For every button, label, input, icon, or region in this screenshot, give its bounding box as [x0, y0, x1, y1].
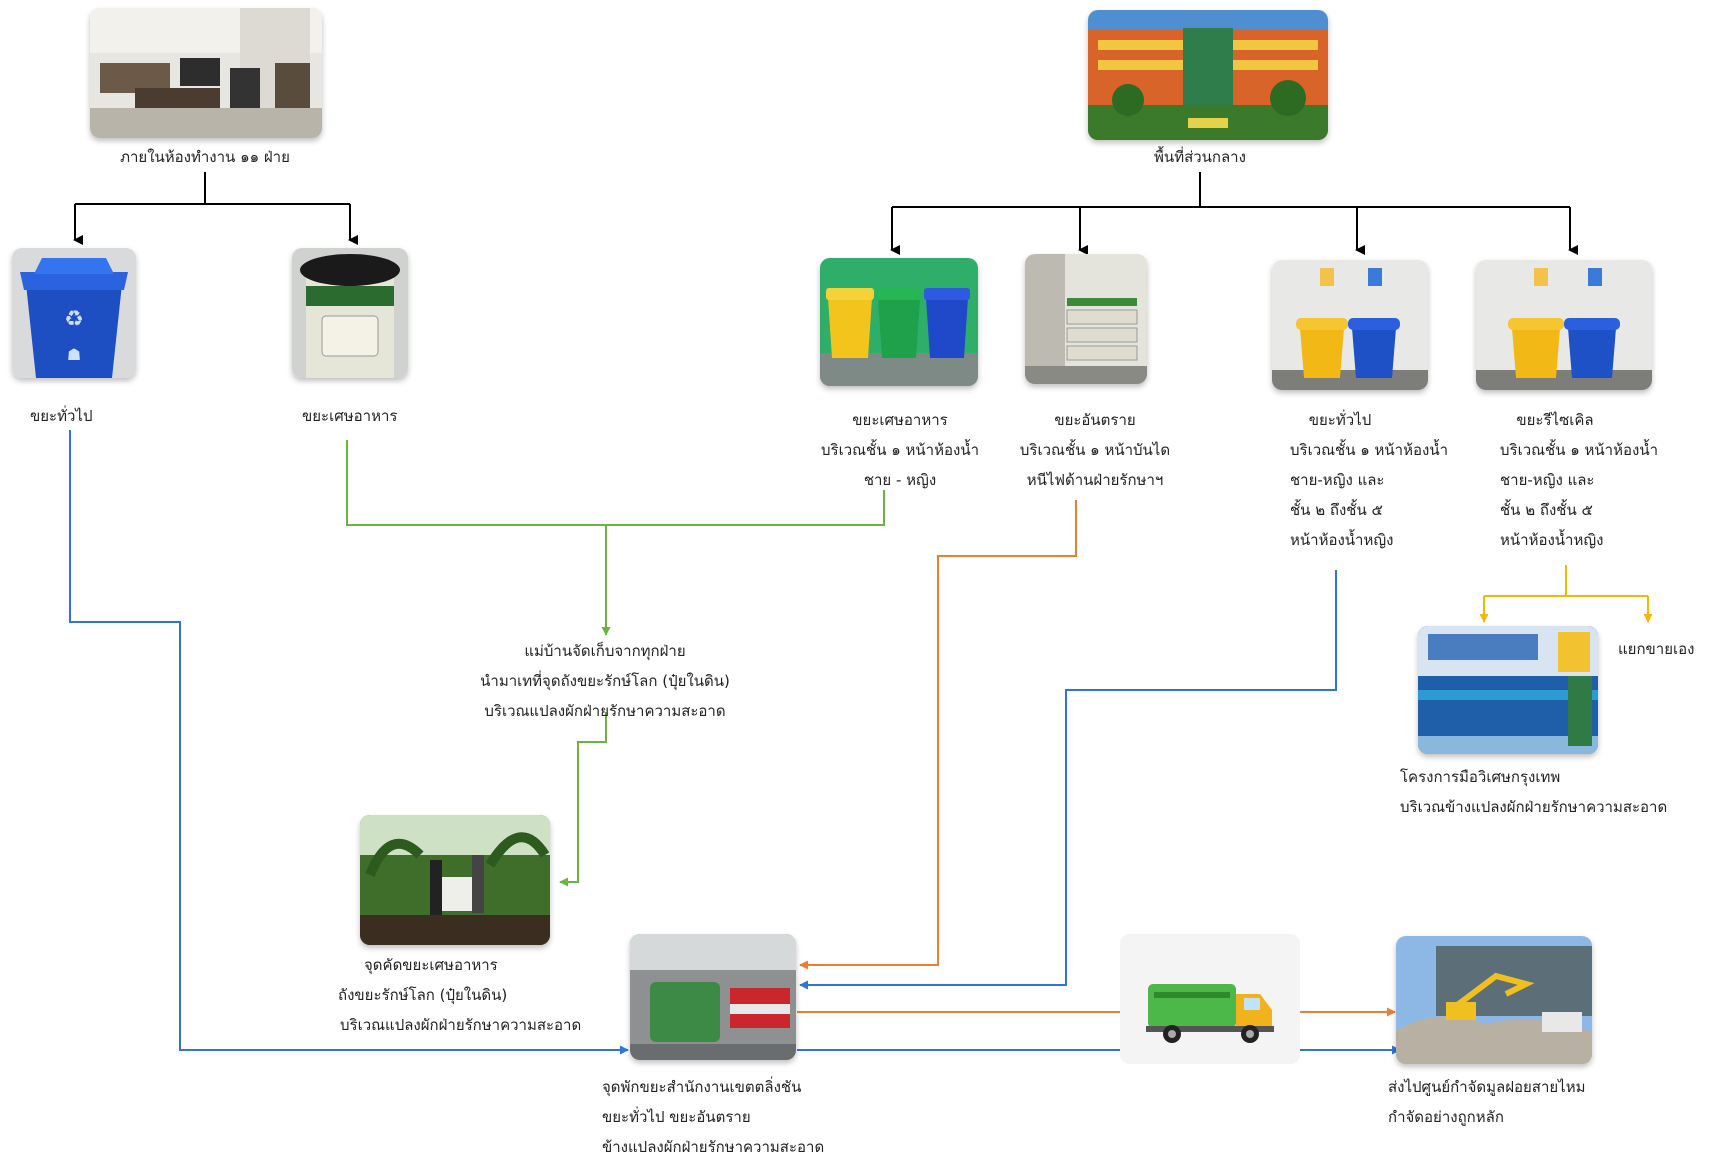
building-photo: [1088, 10, 1328, 140]
disposal-center-line-2: กำจัดอย่างถูกหลัก: [1388, 1108, 1504, 1126]
central-recycle-line-1: ขยะรีไซเคิล: [1516, 411, 1594, 429]
central-recycle-line-3: ชาย-หญิง และ: [1500, 471, 1595, 489]
housekeeper-line-2: นำมาเทที่จุดถังขยะรักษ์โลก (ปุ๋ยในดิน): [480, 672, 730, 690]
recycle-bank-line-2: บริเวณข้างแปลงผักฝ่ายรักษาความสะอาด: [1400, 798, 1668, 816]
housekeeper-text: แม่บ้านจัดเก็บจากทุกฝ่าย นำมาเทที่จุดถัง…: [450, 636, 760, 726]
disposal-center-photo: [1396, 936, 1592, 1064]
common-area-branch-connector: [890, 172, 1578, 255]
general-waste-bin-photo: ♻ ☗: [12, 248, 136, 378]
office-interior-photo: [90, 8, 322, 138]
collection-point-photo: [630, 934, 796, 1060]
food-point-line-1: จุดคัดขยะเศษอาหาร: [364, 956, 498, 974]
central-recycle-line-5: หน้าห้องน้ำหญิง: [1500, 531, 1604, 549]
central-general-text: ขยะทั่วไป บริเวณชั้น ๑ หน้าห้องน้ำ ชาย-ห…: [1290, 405, 1448, 555]
office-label: ภายในห้องทำงาน ๑๑ ฝ่าย: [120, 148, 290, 166]
recycle-bank-line-1: โครงการมือวิเศษกรุงเทพ: [1400, 768, 1561, 786]
central-food-text: ขยะเศษอาหาร บริเวณชั้น ๑ หน้าห้องน้ำ ชาย…: [790, 405, 1010, 495]
central-general-line-5: หน้าห้องน้ำหญิง: [1290, 531, 1394, 549]
central-recycle-line-4: ชั้น ๒ ถึงชั้น ๕: [1500, 501, 1593, 519]
central-recycle-text: ขยะรีไซเคิล บริเวณชั้น ๑ หน้าห้องน้ำ ชาย…: [1500, 405, 1658, 555]
central-general-line-3: ชาย-หญิง และ: [1290, 471, 1385, 489]
central-general-line-1: ขยะทั่วไป: [1308, 411, 1372, 429]
central-food-line-1: ขยะเศษอาหาร: [852, 411, 948, 429]
central-food-line-2: บริเวณชั้น ๑ หน้าห้องน้ำ: [821, 441, 979, 459]
central-food-line-3: ชาย - หญิง: [863, 471, 937, 489]
food-waste-bin-label: ขยะเศษอาหาร: [302, 407, 398, 425]
central-recycle-line-2: บริเวณชั้น ๑ หน้าห้องน้ำ: [1500, 441, 1658, 459]
office-branch-connector: [73, 172, 358, 245]
central-general-line-2: บริเวณชั้น ๑ หน้าห้องน้ำ: [1290, 441, 1448, 459]
compost-garden-photo: [360, 815, 550, 945]
common-area-label: พื้นที่ส่วนกลาง: [1154, 148, 1246, 166]
disposal-center-line-1: ส่งไปศูนย์กำจัดมูลฝอยสายไหม: [1388, 1078, 1586, 1096]
housekeeper-line-1: แม่บ้านจัดเก็บจากทุกฝ่าย: [524, 642, 686, 660]
collection-point-line-2: ขยะทั่วไป ขยะอันตราย: [602, 1108, 751, 1126]
central-recycle-bins-photo: [1476, 260, 1652, 390]
three-bins-photo: [820, 258, 978, 386]
recycle-connector: [1479, 565, 1653, 623]
garbage-truck-graphic: [1120, 934, 1300, 1064]
food-point-line-2: ถังขยะรักษ์โลก (ปุ๋ยในดิน): [338, 986, 508, 1004]
recycle-bank-project-text: โครงการมือวิเศษกรุงเทพ บริเวณข้างแปลงผัก…: [1400, 762, 1667, 822]
food-point-text: จุดคัดขยะเศษอาหาร ถังขยะรักษ์โลก (ปุ๋ยใน…: [334, 950, 581, 1040]
housekeeper-line-3: บริเวณแปลงผักฝ่ายรักษาความสะอาด: [484, 702, 726, 720]
central-hazard-line-2: บริเวณชั้น ๑ หน้าบันได: [1019, 441, 1171, 459]
food-point-line-3: บริเวณแปลงผักฝ่ายรักษาความสะอาด: [340, 1016, 582, 1034]
hazardous-rack-photo: [1025, 254, 1147, 384]
svg-text:♻: ♻: [64, 307, 84, 332]
central-general-bins-photo: [1272, 260, 1428, 390]
svg-text:☗: ☗: [67, 345, 81, 364]
collection-point-line-3: ข้างแปลงผักฝ่ายรักษาความสะอาด: [602, 1138, 825, 1156]
central-hazard-text: ขยะอันตราย บริเวณชั้น ๑ หน้าบันได หนีไฟด…: [1000, 405, 1190, 495]
central-hazard-line-1: ขยะอันตราย: [1054, 411, 1136, 429]
hazardous-waste-connector: [797, 500, 1396, 1017]
collection-point-line-1: จุดพักขยะสำนักงานเขตตลิ่งชัน: [602, 1078, 802, 1096]
sell-self-label: แยกขายเอง: [1618, 640, 1695, 658]
food-waste-bin-photo: [292, 248, 408, 378]
general-waste-bin-label: ขยะทั่วไป: [30, 407, 93, 425]
collection-point-text: จุดพักขยะสำนักงานเขตตลิ่งชัน ขยะทั่วไป ข…: [602, 1072, 824, 1162]
central-general-line-4: ชั้น ๒ ถึงชั้น ๕: [1290, 501, 1383, 519]
recycle-bank-project-photo: [1418, 626, 1598, 754]
disposal-center-text: ส่งไปศูนย์กำจัดมูลฝอยสายไหม กำจัดอย่างถู…: [1388, 1072, 1586, 1132]
central-hazard-line-3: หนีไฟด้านฝ่ายรักษาฯ: [1026, 471, 1164, 489]
food-waste-connector: [346, 440, 885, 887]
